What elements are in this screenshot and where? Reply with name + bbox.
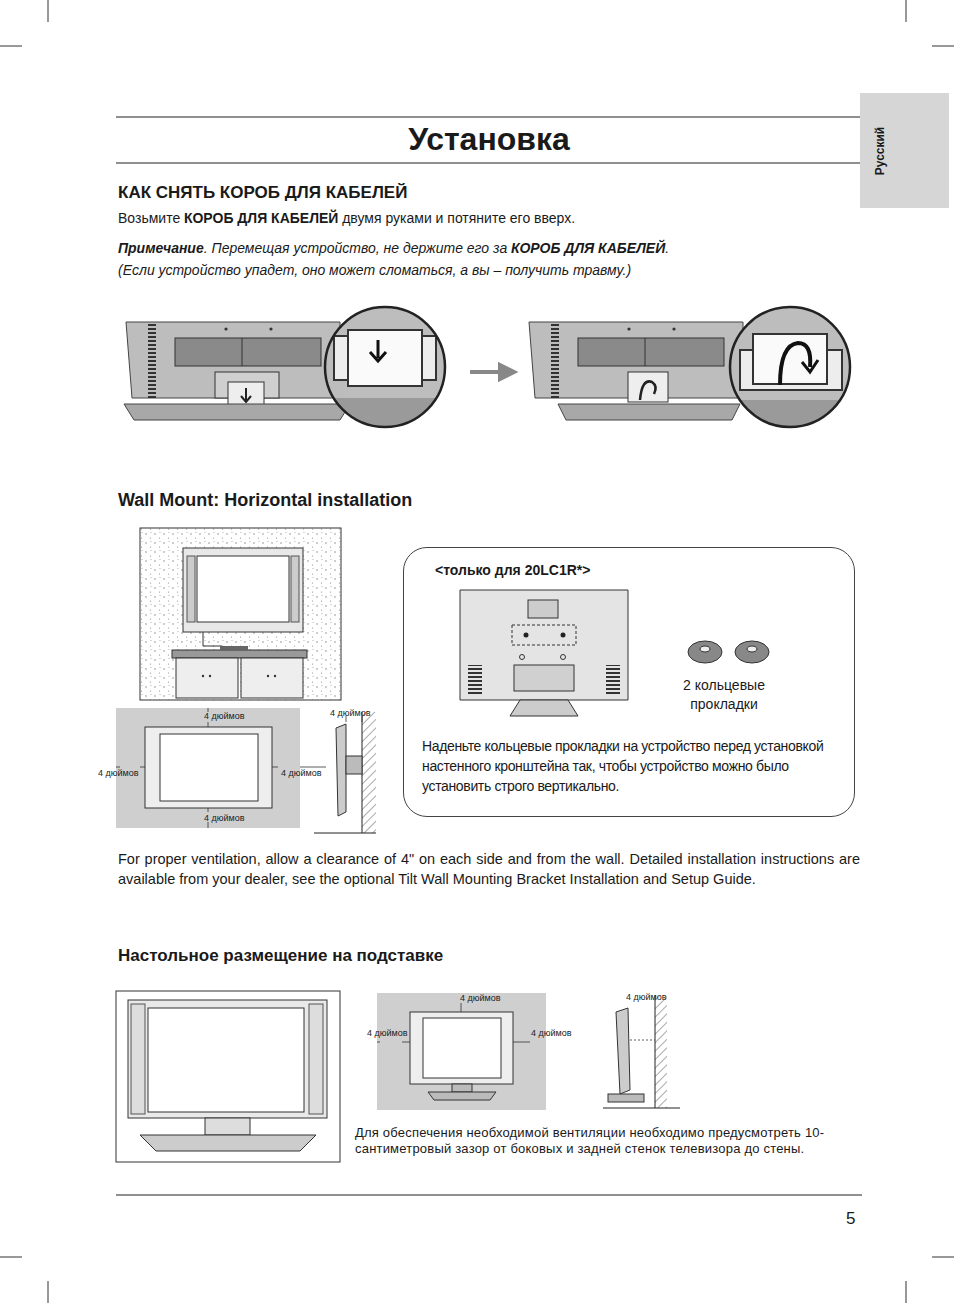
page-title: Установка — [0, 121, 954, 158]
text-run: КОРОБ ДЛЯ КАБЕЛЕЙ — [184, 210, 338, 226]
body-text: Для обеспечения необходимой вентиляции н… — [355, 1125, 845, 1157]
text-run: КОРОБ ДЛЯ КАБЕЛЕЙ — [511, 240, 665, 256]
text-run: . Перемещая устройство, не держите его з… — [204, 240, 507, 256]
language-tab: Русский — [860, 93, 949, 208]
dimension-label: 4 дюймов — [460, 993, 501, 1003]
dimension-label: 4 дюймов — [204, 711, 245, 721]
language-tab-text: Русский — [873, 126, 887, 175]
info-panel: <только для 20LC1R*> 2 кольцевые прокладк… — [403, 547, 855, 817]
dimension-label: 4 дюймов — [531, 1028, 572, 1038]
dimension-label: 4 дюймов — [281, 768, 322, 778]
text-run: двумя руками и потяните его вверх. — [342, 210, 575, 226]
dimension-label: 4 дюймов — [367, 1028, 408, 1038]
gasket-instruction: Наденьте кольцевые прокладки на устройст… — [422, 736, 842, 796]
text-run: . — [665, 240, 669, 256]
dimension-label: 4 дюймов — [330, 708, 371, 718]
body-text: For proper ventilation, allow a clearanc… — [118, 849, 860, 889]
note-line: (Если устройство упадет, оно может слома… — [118, 262, 631, 278]
section-heading: Настольное размещение на подставке — [118, 946, 443, 966]
section-heading: КАК СНЯТЬ КОРОБ ДЛЯ КАБЕЛЕЙ — [118, 183, 407, 203]
dimension-label: 4 дюймов — [626, 992, 667, 1002]
gasket-label: 2 кольцевые прокладки — [649, 676, 799, 714]
section-heading: Wall Mount: Horizontal installation — [118, 490, 412, 511]
instruction-line: ВозьмитеКОРОБ ДЛЯ КАБЕЛЕЙдвумя руками и … — [118, 210, 575, 226]
text-run: Возьмите — [118, 210, 180, 226]
dimension-label: 4 дюймов — [98, 768, 139, 778]
note-line: Примечание. Перемещая устройство, не дер… — [118, 240, 669, 256]
model-note: <только для 20LC1R*> — [435, 562, 590, 578]
page-number: 5 — [846, 1209, 855, 1229]
dimension-label: 4 дюймов — [204, 813, 245, 823]
text-run: Примечание — [118, 240, 204, 256]
